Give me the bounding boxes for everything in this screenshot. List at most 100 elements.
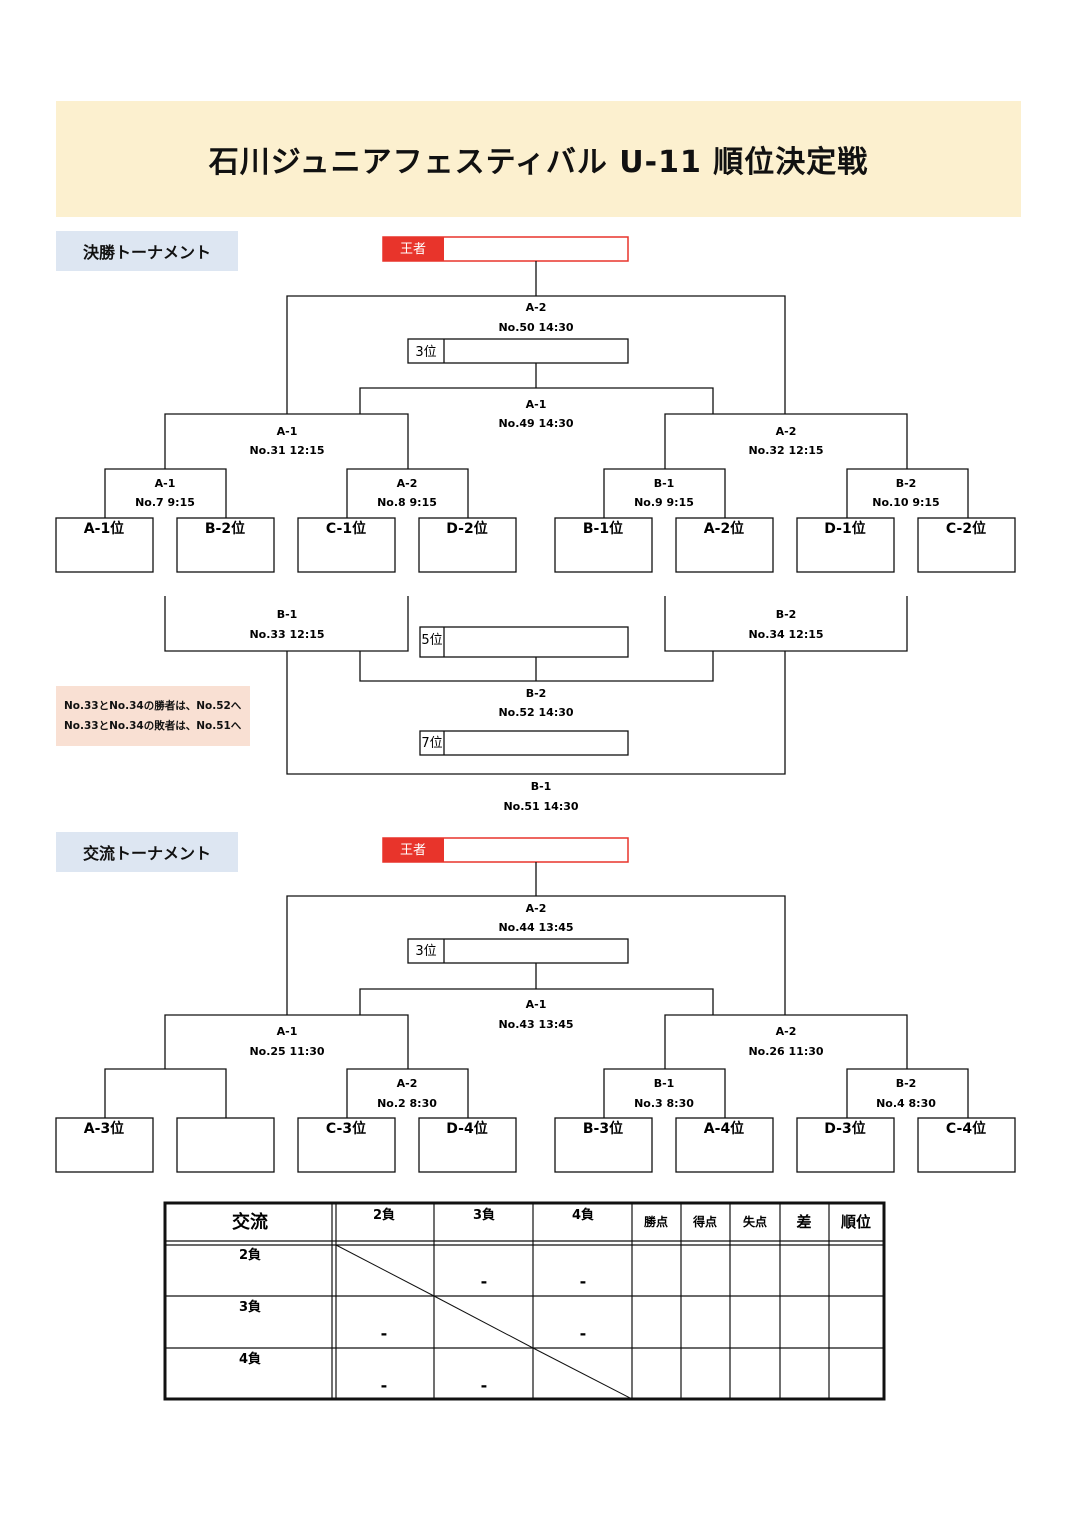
match-court: B-2 (896, 477, 917, 490)
match-court: A-1 (526, 398, 547, 411)
match-game: No.8 9:15 (377, 496, 437, 509)
match-court: B-2 (776, 608, 797, 621)
table-dash: - (580, 1324, 587, 1343)
team-slot: C-1位 (326, 520, 366, 537)
match-court: A-1 (277, 1025, 298, 1038)
seventh-place-label: 7位 (421, 736, 442, 751)
team-slot: A-4位 (704, 1120, 744, 1137)
exchange-champion-label: 王者 (400, 843, 426, 858)
team-slot: D-2位 (446, 520, 487, 537)
match-game: No.50 14:30 (498, 321, 573, 334)
match-game: No.33 12:15 (249, 628, 324, 641)
match-court: A-1 (277, 425, 298, 438)
match-game: No.10 9:15 (872, 496, 939, 509)
col-header: 4負 (572, 1207, 594, 1223)
match-game: No.49 14:30 (498, 417, 573, 430)
advancement-note: No.33とNo.34の勝者は、No.52へ No.33とNo.34の敗者は、N… (56, 686, 250, 746)
exchange-team-box (55, 1117, 154, 1173)
final-team-box (554, 517, 653, 573)
final-champion-label-bg (383, 237, 444, 261)
team-slot: A-3位 (84, 1120, 124, 1137)
match-game: No.34 12:15 (748, 628, 823, 641)
exchange-team-box (297, 1117, 396, 1173)
match-game: No.2 8:30 (377, 1097, 437, 1110)
note-line-2: No.33とNo.34の敗者は、No.51へ (64, 720, 242, 732)
col-header: 3負 (473, 1207, 495, 1223)
exchange-champion-label-bg (383, 838, 444, 862)
match-court: B-1 (277, 608, 298, 621)
match-game: No.51 14:30 (503, 800, 578, 813)
match-game: No.25 11:30 (249, 1045, 324, 1058)
team-slot: A-2位 (704, 520, 744, 537)
fifth-place-label: 5位 (421, 633, 442, 648)
col-header: 失点 (743, 1214, 767, 1229)
match-game: No.7 9:15 (135, 496, 195, 509)
exchange-team-box (796, 1117, 895, 1173)
match-court: A-2 (397, 477, 418, 490)
col-header: 得点 (692, 1214, 717, 1229)
third-place-label: 3位 (415, 944, 436, 959)
team-slot: A-1位 (84, 520, 124, 537)
match-game: No.26 11:30 (748, 1045, 823, 1058)
table-dash: - (381, 1376, 388, 1395)
match-court: A-1 (155, 477, 176, 490)
final-seventh-box (419, 730, 629, 756)
col-header: 差 (796, 1213, 811, 1231)
team-slot: C-4位 (946, 1120, 986, 1137)
final-team-box (917, 517, 1016, 573)
match-game: No.9 9:15 (634, 496, 694, 509)
match-court: A-2 (776, 1025, 797, 1038)
final-third-box (407, 338, 629, 364)
match-court: A-2 (526, 301, 547, 314)
team-slot: B-1位 (583, 520, 623, 537)
final-tournament-label: 決勝トーナメント (56, 231, 238, 271)
match-game: No.52 14:30 (498, 706, 573, 719)
team-slot: C-3位 (326, 1120, 366, 1137)
table-dash: - (481, 1272, 488, 1291)
row-header: 3負 (239, 1299, 261, 1315)
final-team-box (297, 517, 396, 573)
team-slot: D-3位 (824, 1120, 865, 1137)
table-dash: - (481, 1376, 488, 1395)
match-court: B-2 (896, 1077, 917, 1090)
team-slot: B-3位 (583, 1120, 623, 1137)
col-header: 2負 (373, 1207, 395, 1223)
team-slot: C-2位 (946, 520, 986, 537)
final-champion-label: 王者 (400, 242, 426, 257)
team-slot: B-2位 (205, 520, 245, 537)
final-team-box (176, 517, 275, 573)
note-line-1: No.33とNo.34の勝者は、No.52へ (64, 700, 242, 712)
league-table-corner: 交流 (232, 1211, 268, 1233)
match-court: B-1 (654, 477, 675, 490)
title-banner (56, 101, 1021, 217)
league-table-frame (163, 1201, 886, 1401)
match-game: No.43 13:45 (498, 1018, 573, 1031)
exchange-team-box (176, 1117, 275, 1173)
table-dash: - (381, 1324, 388, 1343)
team-slot: D-1位 (824, 520, 865, 537)
match-game: No.44 13:45 (498, 921, 573, 934)
match-court: A-2 (526, 902, 547, 915)
match-game: No.31 12:15 (249, 444, 324, 457)
exchange-team-box (554, 1117, 653, 1173)
col-header: 順位 (840, 1213, 871, 1231)
match-court: A-2 (397, 1077, 418, 1090)
final-fifth-box (419, 626, 629, 658)
final-team-box (796, 517, 895, 573)
match-court: A-2 (776, 425, 797, 438)
match-court: B-2 (526, 687, 547, 700)
col-header: 勝点 (644, 1214, 668, 1229)
row-header: 4負 (239, 1351, 261, 1367)
exchange-team-box (418, 1117, 517, 1173)
exchange-team-box (675, 1117, 774, 1173)
final-team-box (418, 517, 517, 573)
exchange-team-box (917, 1117, 1016, 1173)
team-slot: D-4位 (446, 1120, 487, 1137)
page-title: 石川ジュニアフェスティバル U-11 順位決定戦 (208, 145, 869, 180)
match-court: B-1 (531, 780, 552, 793)
final-team-box (55, 517, 154, 573)
match-court: B-1 (654, 1077, 675, 1090)
match-game: No.4 8:30 (876, 1097, 936, 1110)
match-court: A-1 (526, 998, 547, 1011)
